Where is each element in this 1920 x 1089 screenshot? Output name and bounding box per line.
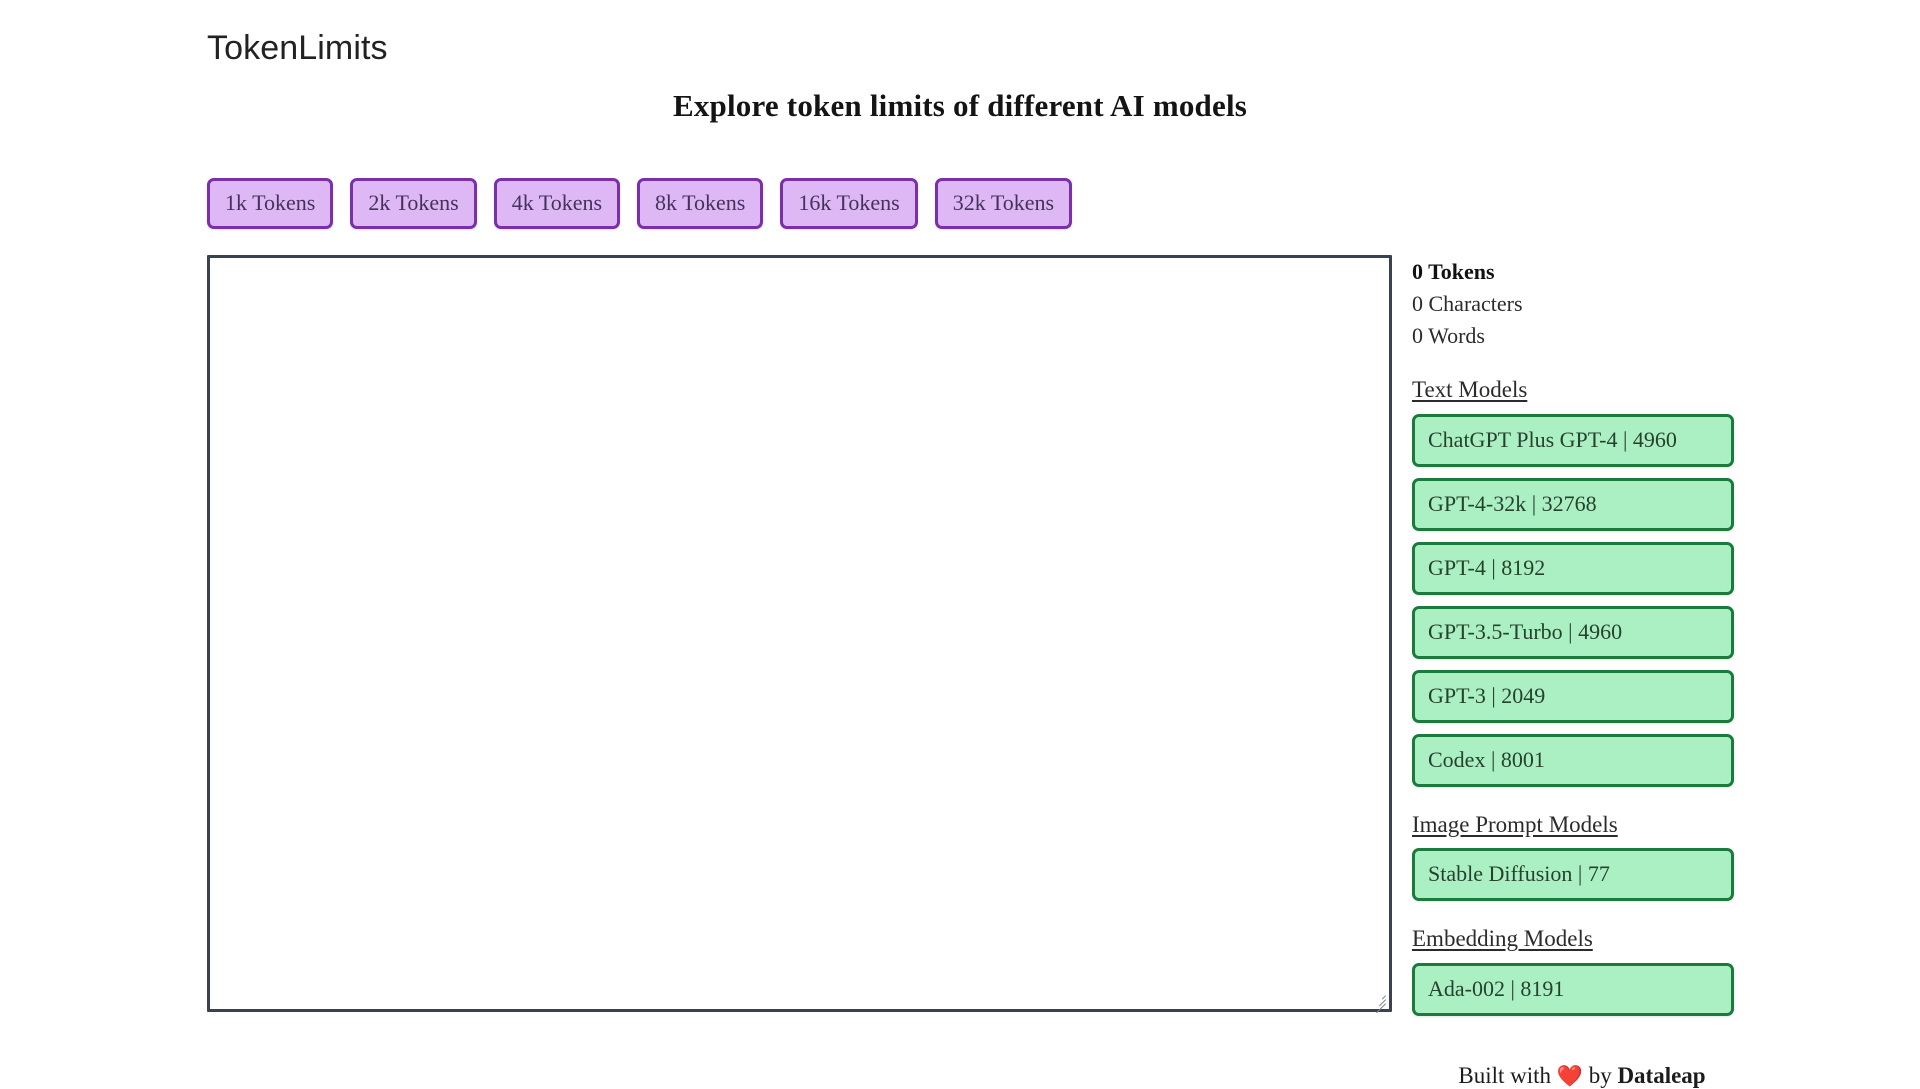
model-card-chatgpt-plus-gpt-4[interactable]: ChatGPT Plus GPT-4 | 4960 <box>1412 413 1734 467</box>
footer-brand-link[interactable]: Dataleap <box>1617 1063 1706 1088</box>
preset-button-32k[interactable]: 32k Tokens <box>934 178 1073 229</box>
model-card-gpt-4-32k[interactable]: GPT-4-32k | 32768 <box>1412 477 1734 531</box>
heart-icon: ❤️ <box>1556 1064 1583 1088</box>
group-title-image-prompt-models: Image Prompt Models <box>1412 811 1618 837</box>
preset-button-16k[interactable]: 16k Tokens <box>780 178 918 229</box>
model-card-ada-002[interactable]: Ada-002 | 8191 <box>1412 962 1734 1016</box>
token-count: 0 Tokens <box>1412 259 1495 284</box>
model-group-image-prompt-models: Image Prompt Models Stable Diffusion | 7… <box>1412 811 1742 902</box>
token-text-editor[interactable] <box>207 255 1392 1014</box>
model-card-gpt-3-5-turbo[interactable]: GPT-3.5-Turbo | 4960 <box>1412 605 1734 659</box>
footer-prefix: Built with <box>1458 1063 1552 1088</box>
preset-button-1k[interactable]: 1k Tokens <box>207 178 334 229</box>
footer-middle: by <box>1588 1063 1612 1088</box>
preset-button-8k[interactable]: 8k Tokens <box>637 178 764 229</box>
preset-button-2k[interactable]: 2k Tokens <box>350 178 477 229</box>
footer-credit: Built with ❤️ by Dataleap <box>1412 1063 1752 1089</box>
word-count: 0 Words <box>1412 323 1485 348</box>
group-title-embedding-models: Embedding Models <box>1412 926 1593 952</box>
resize-handle-icon[interactable] <box>1371 991 1386 1014</box>
page-title: Explore token limits of different AI mod… <box>672 88 1248 123</box>
main-content: 0 Tokens 0 Characters 0 Words Text Model… <box>207 255 1742 1027</box>
model-group-embedding-models: Embedding Models Ada-002 | 8191 <box>1412 925 1742 1016</box>
model-card-codex[interactable]: Codex | 8001 <box>1412 733 1734 787</box>
character-count: 0 Characters <box>1412 291 1523 316</box>
model-group-text-models: Text Models ChatGPT Plus GPT-4 | 4960 GP… <box>1412 376 1742 787</box>
model-card-gpt-4[interactable]: GPT-4 | 8192 <box>1412 541 1734 595</box>
model-card-gpt-3[interactable]: GPT-3 | 2049 <box>1412 669 1734 723</box>
model-card-stable-diffusion[interactable]: Stable Diffusion | 77 <box>1412 848 1734 902</box>
stats-sidebar: 0 Tokens 0 Characters 0 Words Text Model… <box>1412 255 1742 1027</box>
preset-button-4k[interactable]: 4k Tokens <box>493 178 621 229</box>
group-title-text-models: Text Models <box>1412 377 1528 402</box>
preset-token-buttons: 1k Tokens 2k Tokens 4k Tokens 8k Tokens … <box>207 178 1073 229</box>
app-logo[interactable]: TokenLimits <box>207 29 388 67</box>
